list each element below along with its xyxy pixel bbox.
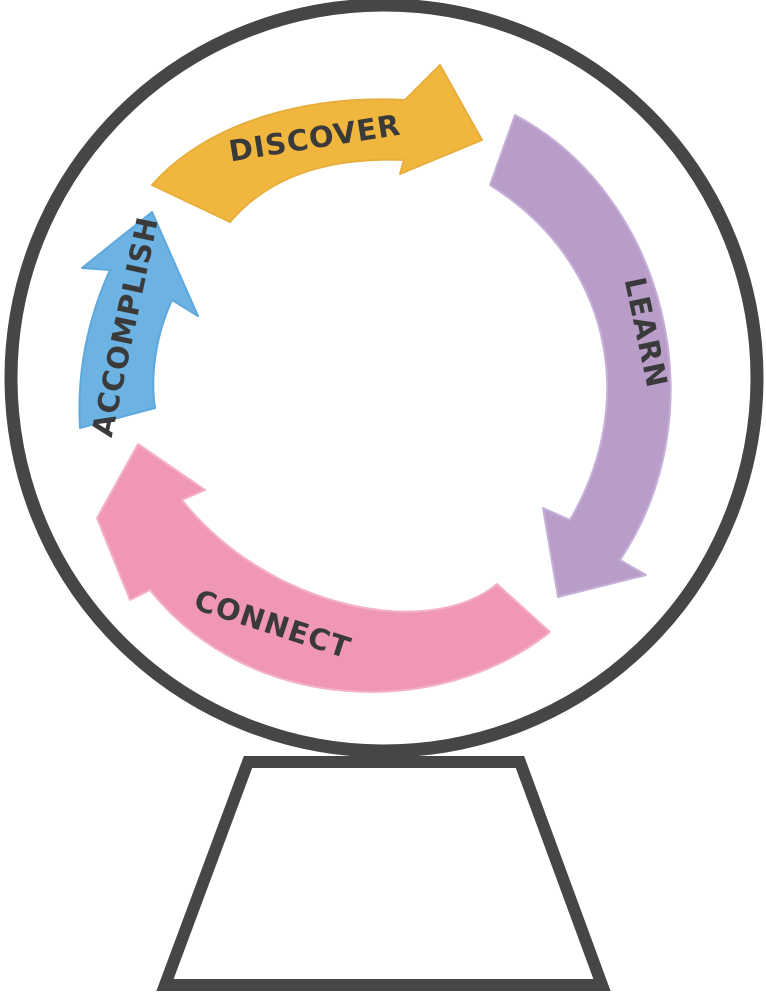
learn-arrow (489, 114, 672, 598)
connect-arrow (96, 443, 551, 693)
wheel-stand (156, 756, 611, 991)
discover-arrow (151, 64, 483, 223)
accomplish-arrow (78, 211, 199, 429)
